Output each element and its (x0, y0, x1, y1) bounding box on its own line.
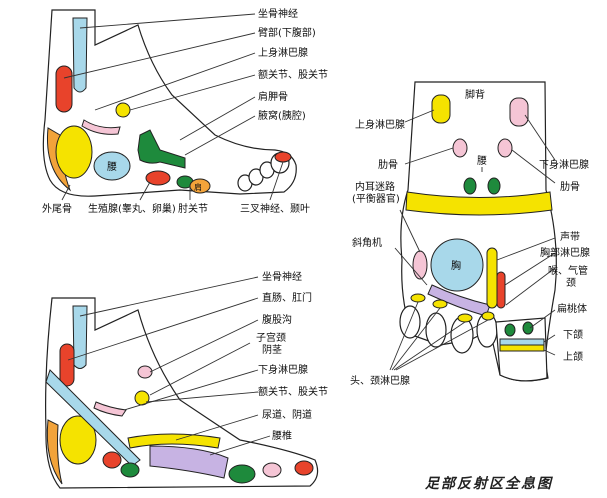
hip-pink (81, 119, 121, 135)
inner-green-spot-2 (228, 464, 256, 484)
inner-lumbar-purple (149, 445, 229, 479)
dorsum-waist-green-1 (463, 177, 477, 195)
shoulder-text: 肩 (194, 182, 202, 192)
waist-blue (93, 151, 131, 181)
inner-rectum-red (59, 343, 75, 387)
toe-yellow-2 (432, 299, 448, 309)
inner-green-spot-1 (120, 462, 140, 478)
diagram-title: 足部反射区全息图 (425, 475, 553, 492)
jaw-blue (499, 338, 545, 346)
label-upper-lymph-dorsum: 上身淋巴腺 (355, 118, 405, 131)
chest-text: 胸 (451, 259, 461, 272)
toe-yellow-4 (481, 311, 495, 321)
label-lower-lymph-dorsum: 下身淋巴腺 (539, 158, 589, 171)
leader-lines-inner (67, 276, 271, 456)
label-knee-hip-top: 额关节、股关节 (258, 68, 328, 81)
toe-yellow-3 (457, 313, 473, 323)
label-lower-lymph-inner: 下身淋巴腺 (258, 363, 308, 376)
inner-toe-red (294, 460, 314, 476)
leader-lines-dorsum (389, 109, 556, 371)
label-lower-jaw: 下颌 (563, 328, 583, 341)
label-rib-left: 肋骨 (378, 158, 398, 171)
trigeminal-red (274, 151, 292, 163)
label-cervix: 子宫颈阴茎 (256, 331, 286, 356)
coccyx-yellow (55, 125, 93, 179)
dorsum-rib-right (497, 138, 513, 158)
label-upper-lymph-top: 上身淋巴腺 (258, 46, 308, 59)
label-rib-right: 肋骨 (560, 180, 580, 193)
leader-lines-top (61, 13, 284, 201)
label-sciatic-inner: 坐骨神经 (262, 270, 302, 283)
label-chest-lymph: 胸部淋巴腺 (540, 246, 590, 259)
toe-yellow-1 (410, 293, 426, 303)
dorsum-lower-lymph-right (509, 97, 529, 127)
dorsum-vocal-cord-yellow (486, 247, 498, 309)
sciatic-area-red (55, 65, 73, 113)
dorsum-upper-lymph-left (431, 94, 451, 124)
label-dorsum: 脚背 (465, 88, 485, 101)
label-elbow: 肘关节 (178, 202, 208, 215)
label-groin: 腹股沟 (262, 313, 292, 326)
label-oblique-muscle: 斜角机 (352, 236, 382, 249)
armpit-green (137, 129, 186, 169)
inner-heel-orange (46, 419, 63, 485)
inner-groin-pink (137, 365, 153, 379)
dorsum-chest-lymph-red (496, 271, 506, 309)
tonsil-green-1 (504, 323, 516, 337)
inner-pink-patch (93, 401, 127, 417)
dorsum-ear-pink (412, 250, 428, 280)
tonsil-green-2 (522, 321, 534, 335)
inner-toe-pink (262, 462, 282, 478)
label-coccyx: 外尾骨 (42, 203, 72, 215)
ankle-tube (72, 17, 88, 93)
label-gonad: 生殖腺(睾丸、卵巢) (88, 202, 176, 215)
gonad-red (145, 170, 171, 186)
toes-top (237, 151, 292, 192)
label-inner-ear: 内耳迷路(平衡器官) (352, 180, 400, 205)
waist-text: 腰 (107, 161, 117, 173)
label-lumbar: 腰椎 (272, 429, 292, 442)
inner-red-spot (102, 451, 122, 469)
dorsum-chest-blue (430, 238, 484, 292)
inner-heel-yellow (59, 415, 97, 465)
dorsum-yellow-band (405, 191, 553, 216)
label-knee-hip-inner: 额关节、股关节 (258, 385, 328, 398)
label-urethra: 尿道、阴道 (262, 408, 312, 421)
label-rectum: 直肠、肛门 (262, 291, 312, 304)
jaw-yellow (499, 344, 545, 352)
label-dorsum-waist: 腰 (477, 155, 487, 167)
label-head-neck-lymph: 头、颈淋巴腺 (350, 374, 410, 387)
dorsum-waist-green-2 (487, 177, 501, 195)
label-sciatic-top: 坐骨神经 (258, 7, 298, 20)
label-shoulder-blade: 肩胛骨 (258, 90, 288, 103)
inner-lumbar-yellow (127, 433, 221, 449)
label-armpit: 腋窝(胰腔) (258, 109, 306, 122)
label-trigeminal: 三叉神经、颞叶 (240, 202, 310, 215)
knee-yellow (115, 102, 131, 118)
label-upper-jaw: 上颌 (563, 350, 583, 363)
label-vocal-cord: 声带 (560, 230, 580, 243)
label-throat: 喉、气管颈 (548, 264, 588, 289)
dorsum-rib-left (452, 138, 468, 158)
label-tonsil: 扁桃体 (557, 302, 587, 315)
label-hip: 臂部(下腹部) (258, 26, 316, 39)
